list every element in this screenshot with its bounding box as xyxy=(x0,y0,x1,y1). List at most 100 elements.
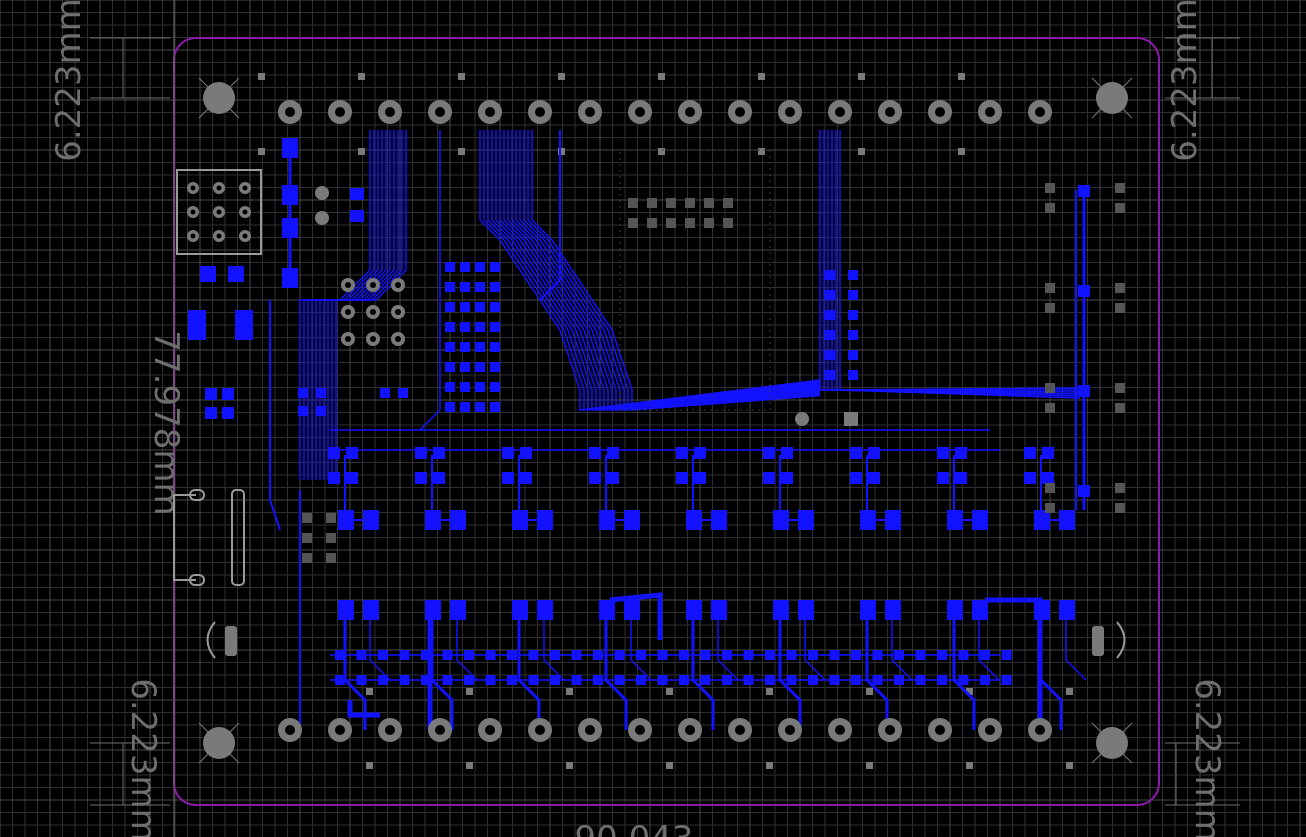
via xyxy=(858,148,865,155)
header-pin[interactable] xyxy=(828,100,852,124)
via xyxy=(458,148,465,155)
jtag-connector[interactable] xyxy=(176,169,262,255)
header-pin[interactable] xyxy=(678,718,702,742)
header-pin[interactable] xyxy=(878,100,902,124)
smd-pad xyxy=(1045,503,1055,513)
smd-pad xyxy=(445,382,455,392)
header-pin[interactable] xyxy=(328,718,352,742)
mounting-hole[interactable] xyxy=(198,77,240,119)
smd-pad xyxy=(298,406,308,416)
smd-pad xyxy=(980,675,990,685)
header-pin[interactable] xyxy=(778,100,802,124)
smd-pad xyxy=(464,650,474,660)
smd-pad xyxy=(490,382,500,392)
smd-pad xyxy=(607,472,619,484)
trace xyxy=(527,130,821,411)
header-pin[interactable] xyxy=(278,100,302,124)
smd-pad xyxy=(704,198,714,208)
via-hole xyxy=(370,309,376,315)
smd-pad xyxy=(282,218,298,238)
header-pin[interactable] xyxy=(528,100,552,124)
smd-pad xyxy=(445,342,455,352)
smd-pad xyxy=(475,402,485,412)
smd-pad xyxy=(704,218,714,228)
header-pin[interactable] xyxy=(378,100,402,124)
smd-pad xyxy=(1024,472,1036,484)
smd-pad xyxy=(829,675,840,685)
trace xyxy=(823,130,1080,391)
header-pin[interactable] xyxy=(578,718,602,742)
via-hole xyxy=(345,336,351,342)
header-pin[interactable] xyxy=(728,718,752,742)
smd-pad xyxy=(282,185,298,205)
mounting-hole[interactable] xyxy=(1091,77,1133,119)
header-pin[interactable] xyxy=(278,718,302,742)
bottom-header-pins xyxy=(278,718,1052,742)
header-pin[interactable] xyxy=(878,718,902,742)
smd-pad xyxy=(450,510,466,530)
header-pin[interactable] xyxy=(378,718,402,742)
smd-pad xyxy=(528,650,539,660)
header-pin[interactable] xyxy=(478,718,502,742)
smd-pad xyxy=(915,675,926,685)
smd-pad xyxy=(235,310,253,340)
smd-pad xyxy=(490,302,500,312)
header-pin[interactable] xyxy=(1028,100,1052,124)
smd-pad xyxy=(937,650,947,660)
header-pin[interactable] xyxy=(528,718,552,742)
smd-pad xyxy=(1059,600,1075,620)
via xyxy=(666,762,673,769)
smd-pad xyxy=(825,310,835,320)
header-pin[interactable] xyxy=(678,100,702,124)
header-pin[interactable] xyxy=(578,100,602,124)
header-pin[interactable] xyxy=(428,100,452,124)
smd-pad xyxy=(848,350,858,360)
smd-pad xyxy=(378,675,388,685)
trace xyxy=(483,130,821,411)
smd-pad xyxy=(711,600,727,620)
smd-pad xyxy=(1115,303,1125,313)
smd-pad xyxy=(445,402,455,412)
mounting-hole[interactable] xyxy=(1091,722,1133,764)
smd-pad xyxy=(686,600,702,620)
smd-pad xyxy=(571,675,582,685)
smd-pad xyxy=(205,407,217,419)
smd-pad xyxy=(1115,503,1125,513)
via xyxy=(866,762,873,769)
smd-pad xyxy=(399,650,410,660)
smd-pad xyxy=(335,675,345,685)
usb-connector[interactable] xyxy=(173,489,245,586)
via xyxy=(458,73,465,80)
header-pin[interactable] xyxy=(328,100,352,124)
smd-pad xyxy=(848,310,858,320)
mounting-hole[interactable] xyxy=(198,722,240,764)
smd-pad xyxy=(326,533,336,543)
trace xyxy=(543,610,565,681)
header-pin[interactable] xyxy=(628,100,652,124)
via xyxy=(658,73,665,80)
top-left-dimension-label: 6.223mm xyxy=(49,0,89,162)
smd-pad xyxy=(485,675,496,685)
header-pin[interactable] xyxy=(828,718,852,742)
header-pin[interactable] xyxy=(928,718,952,742)
trace xyxy=(319,130,391,480)
header-pin[interactable] xyxy=(428,718,452,742)
header-pin[interactable] xyxy=(928,100,952,124)
header-pin[interactable] xyxy=(978,100,1002,124)
header-pin[interactable] xyxy=(978,718,1002,742)
via xyxy=(566,688,573,695)
header-pin[interactable] xyxy=(1028,718,1052,742)
smd-pad xyxy=(1034,510,1050,530)
smd-pad xyxy=(781,447,793,459)
top-right-dimension-label: 6.223mm xyxy=(1165,0,1205,162)
smd-pad xyxy=(700,650,711,660)
smd-pad xyxy=(445,362,455,372)
header-pin[interactable] xyxy=(478,100,502,124)
header-pin[interactable] xyxy=(778,718,802,742)
smd-pad xyxy=(686,510,702,530)
header-pin[interactable] xyxy=(628,718,652,742)
header-pin[interactable] xyxy=(728,100,752,124)
smd-pad xyxy=(1115,183,1125,193)
via xyxy=(758,73,765,80)
